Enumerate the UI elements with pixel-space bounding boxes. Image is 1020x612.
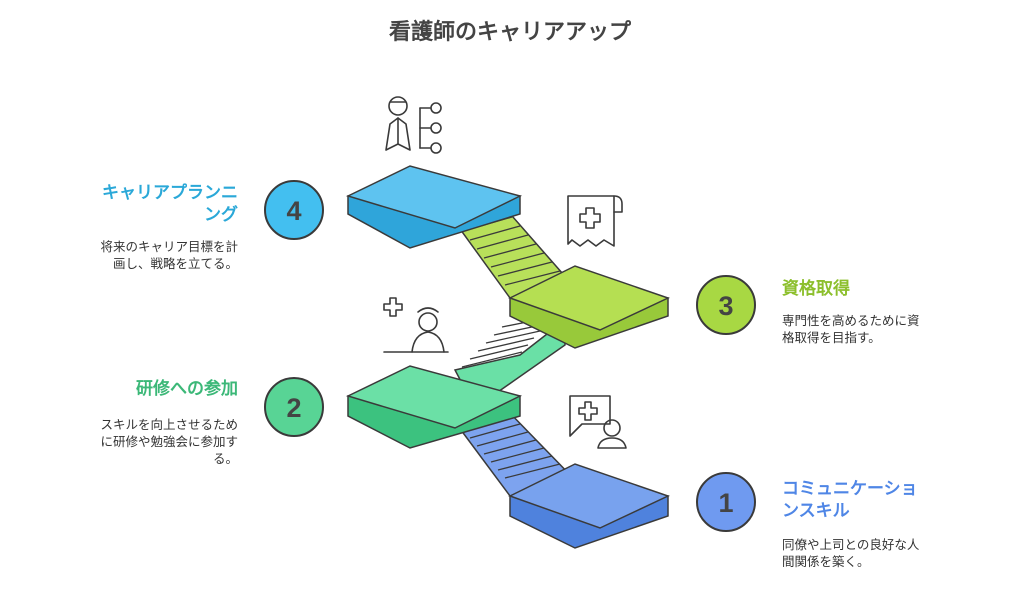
step-1-description-line-2: 間関係を築く。: [782, 554, 870, 569]
page-title: 看護師のキャリアアップ: [388, 20, 631, 45]
step-badge-3: 3: [696, 275, 756, 335]
step-badge-1: 1: [696, 472, 756, 532]
step-3-heading: 資格取得: [782, 278, 982, 300]
step-2-description: スキルを向上させるため に研修や勉強会に参加す る。: [40, 416, 238, 467]
staircase: [345, 165, 670, 549]
step-4-description-line-1: 将来のキャリア目標を計: [100, 239, 238, 254]
step-2-heading-line-1: 研修への参加: [136, 379, 238, 399]
step-4-heading-line-1: キャリアプランニ: [102, 183, 238, 203]
step-4-description: 将来のキャリア目標を計 画し、戦略を立てる。: [40, 238, 238, 272]
platform-2: [345, 365, 523, 449]
platform-3: [508, 265, 670, 349]
doctor-chat-icon: [569, 395, 627, 449]
step-number-1: 1: [718, 488, 733, 518]
step-number-3: 3: [718, 291, 733, 321]
step-2-description-line-2: に研修や勉強会に参加す: [100, 434, 238, 449]
medical-chart-icon: [567, 195, 623, 247]
step-1-description-line-1: 同僚や上司との良好な人: [782, 537, 920, 552]
step-4-heading-line-2: ング: [204, 205, 238, 225]
step-badge-4: 4: [264, 180, 324, 240]
nurse-presentation-icon: [383, 297, 449, 353]
step-2-description-line-3: る。: [212, 451, 238, 466]
platform-1: [508, 463, 670, 549]
step-3-description-line-2: 格取得を目指す。: [782, 330, 881, 345]
step-2-heading: 研修への参加: [40, 378, 238, 400]
nurse-network-icon: [385, 96, 442, 154]
step-3-heading-line-1: 資格取得: [782, 279, 850, 299]
step-4-heading: キャリアプランニ ング: [40, 182, 238, 226]
step-1-description: 同僚や上司との良好な人 間関係を築く。: [782, 536, 982, 570]
platform-4: [345, 165, 523, 249]
step-3-description: 専門性を高めるために資 格取得を目指す。: [782, 312, 982, 346]
step-2-description-line-1: スキルを向上させるため: [100, 417, 238, 432]
step-1-heading-line-2: ンスキル: [782, 501, 850, 521]
step-badge-2: 2: [264, 377, 324, 437]
step-number-4: 4: [286, 196, 301, 226]
step-number-2: 2: [286, 393, 301, 423]
step-1-heading-line-1: コミュニケーショ: [782, 479, 918, 499]
step-3-description-line-1: 専門性を高めるために資: [782, 313, 920, 328]
step-4-description-line-2: 画し、戦略を立てる。: [112, 256, 238, 271]
step-1-heading: コミュニケーショ ンスキル: [782, 478, 982, 522]
